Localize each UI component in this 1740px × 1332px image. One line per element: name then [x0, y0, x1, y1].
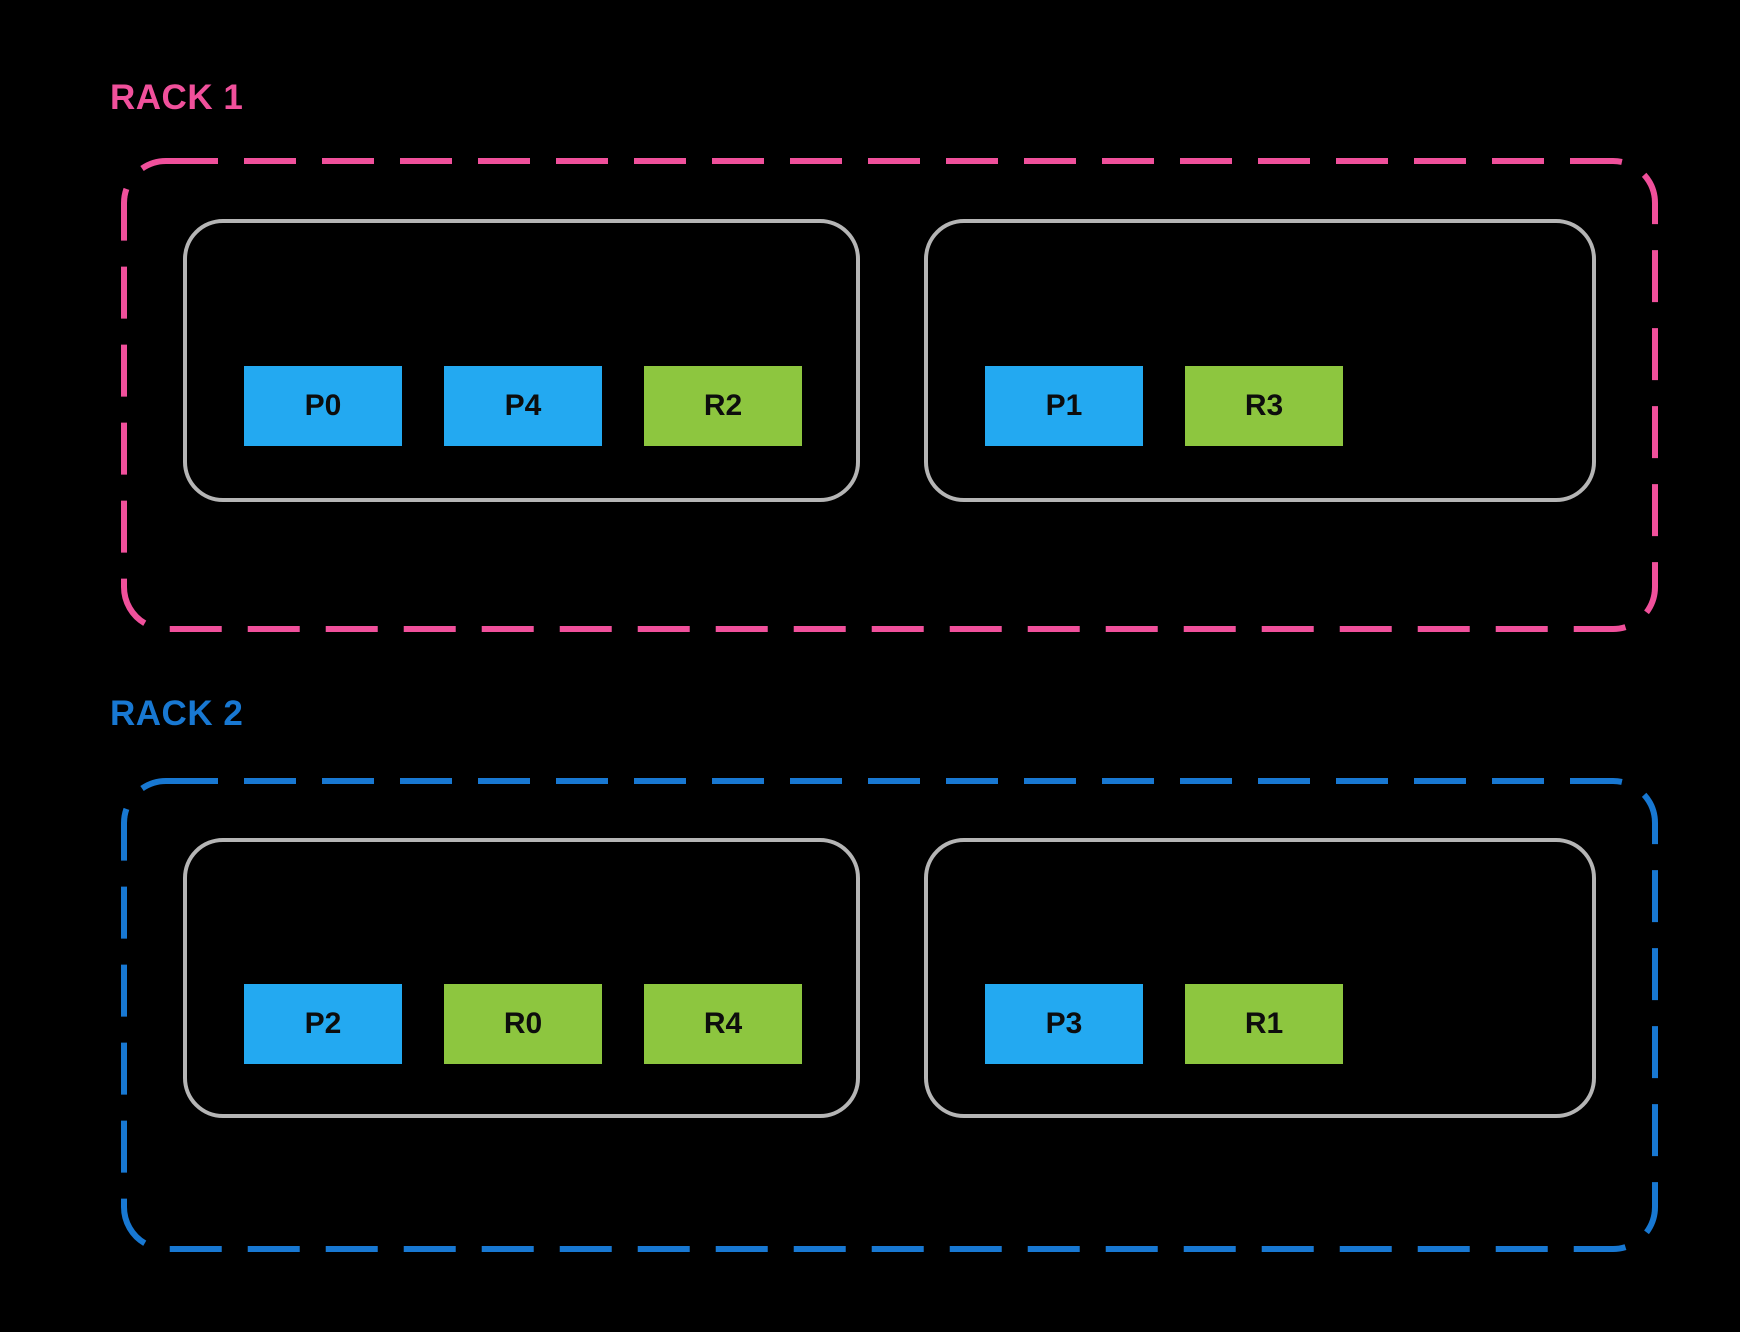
- rack1-boundary: P0 P4 R2 P1 R3: [121, 158, 1658, 632]
- rack2-label: RACK 2: [110, 694, 244, 733]
- rack1-dashed-border-icon: [121, 158, 1658, 632]
- rack2-dashed-border-icon: [121, 778, 1658, 1252]
- slot-r2: R2: [644, 366, 802, 446]
- rack1-host2: P1 R3: [924, 219, 1596, 502]
- slot-p1: P1: [985, 366, 1143, 446]
- rack2-host1: P2 R0 R4: [183, 838, 860, 1118]
- slot-r0: R0: [444, 984, 602, 1064]
- slot-r3: R3: [1185, 366, 1343, 446]
- slot-p0: P0: [244, 366, 402, 446]
- slot-p2: P2: [244, 984, 402, 1064]
- rack2-boundary: P2 R0 R4 P3 R1: [121, 778, 1658, 1252]
- slot-r1: R1: [1185, 984, 1343, 1064]
- rack1-host1: P0 P4 R2: [183, 219, 860, 502]
- slot-p4: P4: [444, 366, 602, 446]
- slot-p3: P3: [985, 984, 1143, 1064]
- slot-r4: R4: [644, 984, 802, 1064]
- rack2-host2: P3 R1: [924, 838, 1596, 1118]
- rack1-label: RACK 1: [110, 78, 244, 117]
